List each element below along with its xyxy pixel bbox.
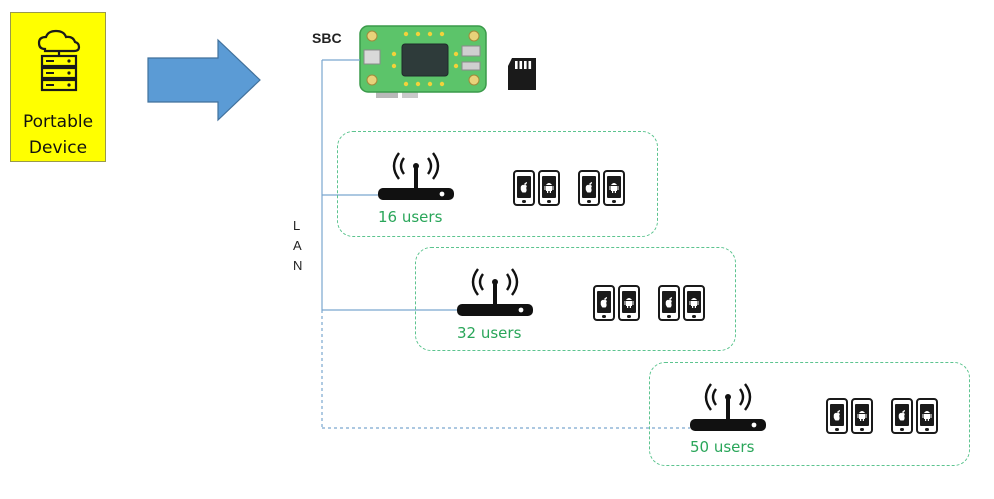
wifi-router-icon bbox=[378, 152, 454, 200]
flow-arrow-icon bbox=[147, 38, 261, 122]
android-device bbox=[603, 170, 625, 206]
portable-device-label-line1: Portable bbox=[22, 112, 94, 132]
lan-letter-n: N bbox=[293, 258, 304, 273]
device-list bbox=[593, 285, 705, 321]
device-pair bbox=[826, 398, 873, 434]
device-pair bbox=[578, 170, 625, 206]
apple-icon bbox=[665, 297, 672, 308]
wifi-router-icon bbox=[457, 268, 533, 316]
device-pair bbox=[891, 398, 938, 434]
lan-letter-l: L bbox=[293, 218, 302, 233]
device-pair bbox=[513, 170, 560, 206]
device-pair bbox=[593, 285, 640, 321]
iphone-device bbox=[513, 170, 535, 206]
user-group-1 bbox=[337, 131, 658, 237]
device-list bbox=[826, 398, 938, 434]
apple-icon bbox=[833, 410, 840, 421]
android-icon bbox=[544, 183, 554, 193]
user-group-3 bbox=[649, 362, 970, 466]
apple-icon bbox=[898, 410, 905, 421]
android-icon bbox=[922, 411, 932, 421]
users-count-label: 16 users bbox=[378, 208, 443, 226]
apple-icon bbox=[520, 182, 527, 193]
sd-card-icon bbox=[508, 58, 536, 90]
wifi-router-icon bbox=[690, 383, 766, 431]
sbc-board-icon bbox=[359, 25, 487, 98]
iphone-device bbox=[891, 398, 913, 434]
android-icon bbox=[624, 298, 634, 308]
device-list bbox=[513, 170, 625, 206]
android-icon bbox=[857, 411, 867, 421]
iphone-device bbox=[658, 285, 680, 321]
sbc-label: SBC bbox=[312, 30, 342, 46]
android-device bbox=[851, 398, 873, 434]
android-icon bbox=[689, 298, 699, 308]
user-group-2 bbox=[415, 247, 736, 351]
android-device bbox=[683, 285, 705, 321]
portable-device-label-line2: Device bbox=[28, 138, 88, 158]
iphone-device bbox=[826, 398, 848, 434]
users-count-label: 32 users bbox=[457, 324, 522, 342]
apple-icon bbox=[600, 297, 607, 308]
lan-letter-a: A bbox=[293, 238, 303, 253]
cloud-server-icon bbox=[37, 29, 81, 92]
android-device bbox=[916, 398, 938, 434]
device-pair bbox=[658, 285, 705, 321]
android-device bbox=[618, 285, 640, 321]
portable-device-box: Portable Device bbox=[10, 12, 106, 162]
android-icon bbox=[609, 183, 619, 193]
android-device bbox=[538, 170, 560, 206]
users-count-label: 50 users bbox=[690, 438, 755, 456]
apple-icon bbox=[585, 182, 592, 193]
iphone-device bbox=[578, 170, 600, 206]
iphone-device bbox=[593, 285, 615, 321]
